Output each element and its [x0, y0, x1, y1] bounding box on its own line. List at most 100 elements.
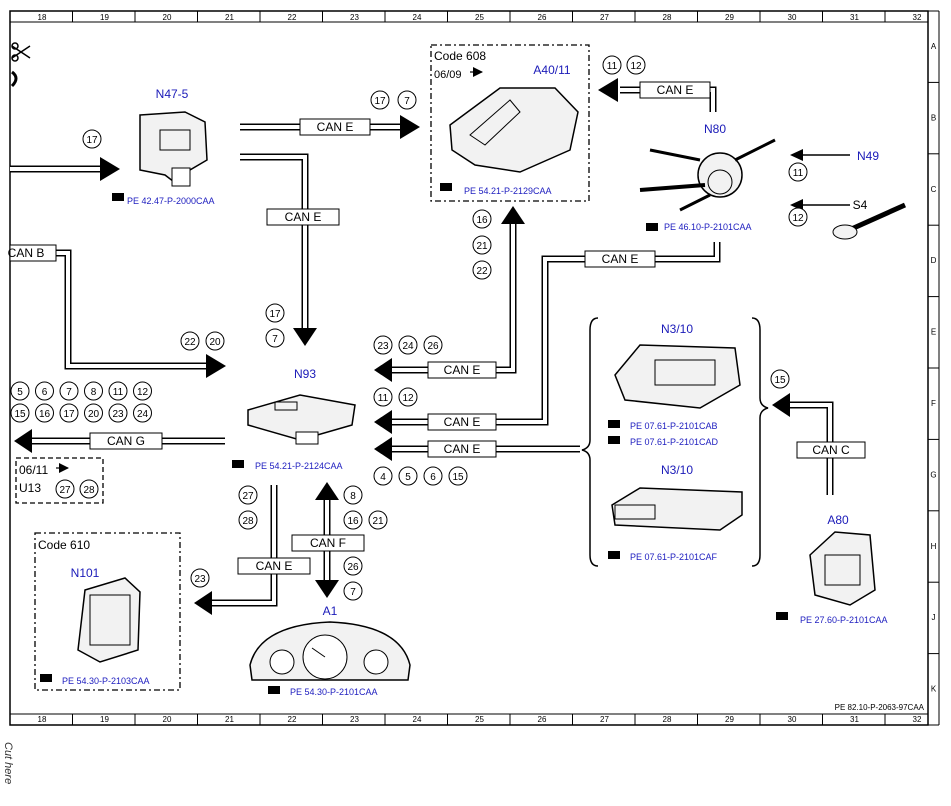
- component-label: A80: [827, 513, 849, 527]
- signal-number: 27: [242, 491, 254, 502]
- reference-link[interactable]: PE 54.21-P-2129CAA: [464, 186, 552, 196]
- signal-number: 8: [91, 387, 97, 398]
- can-c-a80-to-n3-10: CAN C 15: [770, 369, 866, 495]
- bus-label-can-e: CAN E: [657, 83, 694, 97]
- signal-number: 20: [209, 337, 221, 348]
- grid-column-label: 25: [475, 715, 484, 724]
- signal-number: 12: [630, 61, 642, 72]
- signal-s4: S4 12: [788, 198, 907, 240]
- can-e-n47-to-n93: CAN E 17 7: [240, 153, 340, 348]
- component-label: A40/11: [533, 63, 570, 77]
- component-n80: N80 PE 46.10-P-2101CAA: [639, 122, 776, 232]
- signal-number: 28: [83, 485, 95, 496]
- reference-link[interactable]: PE 42.47-P-2000CAA: [127, 196, 215, 206]
- grid-column-label: 30: [788, 13, 797, 22]
- grid-column-label: 23: [350, 13, 359, 22]
- grid-column-label: 23: [350, 715, 359, 724]
- grid-column-label: 20: [163, 715, 172, 724]
- grid-column-label: 18: [38, 715, 47, 724]
- component-u13: 06/11 U13 27 28: [15, 457, 104, 504]
- signal-number: 5: [405, 472, 411, 483]
- reference-icon: [608, 436, 620, 444]
- bus-label-can-e: CAN E: [444, 415, 481, 429]
- grid-column-label: 29: [725, 715, 734, 724]
- signal-number: 12: [792, 213, 804, 224]
- component-label: S4: [853, 198, 868, 212]
- bus-label-can-e: CAN E: [444, 363, 481, 377]
- signal-circle: [59, 403, 79, 423]
- signal-number: 27: [59, 485, 71, 496]
- reference-link[interactable]: PE 54.21-P-2124CAA: [255, 461, 343, 471]
- grid-column-label: 31: [850, 13, 859, 22]
- can-e-n80-to-n93: CAN E CAN E 11 12: [373, 242, 721, 434]
- grid-column-label: 19: [100, 13, 109, 22]
- signal-number: 16: [39, 409, 51, 420]
- signal-number: 22: [184, 337, 196, 348]
- component-n101: Code 610 N101 PE 54.30-P-2103CAA: [34, 532, 181, 691]
- grid-column-label: 32: [913, 715, 922, 724]
- signal-number: 11: [378, 393, 389, 404]
- component-n3-10-group: N3/10 PE 07.61-P-2101CAB PE 07.61-P-2101…: [581, 317, 769, 567]
- signal-circle: [10, 403, 30, 423]
- reference-icon: [40, 674, 52, 682]
- signal-number: 28: [242, 516, 254, 527]
- reference-link[interactable]: PE 54.30-P-2103CAA: [62, 676, 150, 686]
- signal-number: 15: [14, 409, 26, 420]
- reference-link[interactable]: PE 27.60-P-2101CAA: [800, 615, 888, 625]
- grid-column-label: 20: [163, 13, 172, 22]
- signal-circle: [59, 381, 79, 401]
- grid-row-label: A: [931, 42, 937, 51]
- signal-number: 12: [137, 387, 149, 398]
- bus-label-can-g: CAN G: [107, 434, 145, 448]
- reference-link[interactable]: PE 54.30-P-2101CAA: [290, 687, 378, 697]
- grid-column-label: 28: [663, 715, 672, 724]
- signal-number: 7: [350, 587, 356, 598]
- signal-number: 8: [350, 491, 356, 502]
- grid-column-label: 30: [788, 715, 797, 724]
- component-a80: A80 PE 27.60-P-2101CAA: [776, 513, 888, 625]
- option-code: Code 608: [434, 49, 486, 63]
- reference-link[interactable]: PE 46.10-P-2101CAA: [664, 222, 752, 232]
- grid-row-label: F: [931, 399, 936, 408]
- reference-icon: [646, 223, 658, 231]
- reference-link[interactable]: PE 07.61-P-2101CAD: [630, 437, 719, 447]
- signal-circle: [133, 403, 152, 423]
- grid-column-label: 26: [538, 13, 547, 22]
- date-label: 06/09: [434, 69, 462, 81]
- bus-label-can-f: CAN F: [310, 536, 346, 550]
- signal-number: 15: [452, 472, 464, 483]
- component-label: N93: [294, 367, 316, 381]
- signal-number: 24: [402, 341, 414, 352]
- signal-number: 26: [427, 341, 439, 352]
- component-label: N49: [857, 149, 879, 163]
- signal-n49: N49 11: [788, 149, 879, 182]
- grid-column-label: 24: [413, 715, 422, 724]
- component-n93: N93 PE 54.21-P-2124CAA: [232, 367, 356, 471]
- signal-circle: [133, 381, 152, 401]
- signal-circle: [108, 403, 128, 423]
- reference-link[interactable]: PE 07.61-P-2101CAF: [630, 552, 718, 562]
- reference-icon: [112, 193, 124, 201]
- signal-number: 23: [377, 341, 389, 352]
- signal-number: 26: [347, 562, 359, 573]
- signal-number: 15: [774, 375, 786, 386]
- reference-link[interactable]: PE 07.61-P-2101CAB: [630, 421, 718, 431]
- can-e-n80-to-a40: CAN E 11 12: [598, 55, 717, 112]
- bus-label-can-e: CAN E: [256, 559, 293, 573]
- signal-number: 11: [793, 168, 804, 179]
- bus-label-can-e: CAN E: [602, 252, 639, 266]
- grid-column-label: 32: [913, 13, 922, 22]
- component-label: N101: [71, 566, 100, 580]
- grid-column-label: 28: [663, 13, 672, 22]
- reference-icon: [776, 612, 788, 620]
- grid-column-label: 27: [600, 13, 609, 22]
- component-label: U13: [19, 481, 41, 495]
- grid-column-label: 29: [725, 13, 734, 22]
- signal-number: 20: [88, 409, 100, 420]
- signal-number: 17: [86, 135, 98, 146]
- signal-number: 24: [137, 409, 149, 420]
- signal-number: 7: [272, 334, 278, 345]
- signal-circle: [10, 381, 30, 401]
